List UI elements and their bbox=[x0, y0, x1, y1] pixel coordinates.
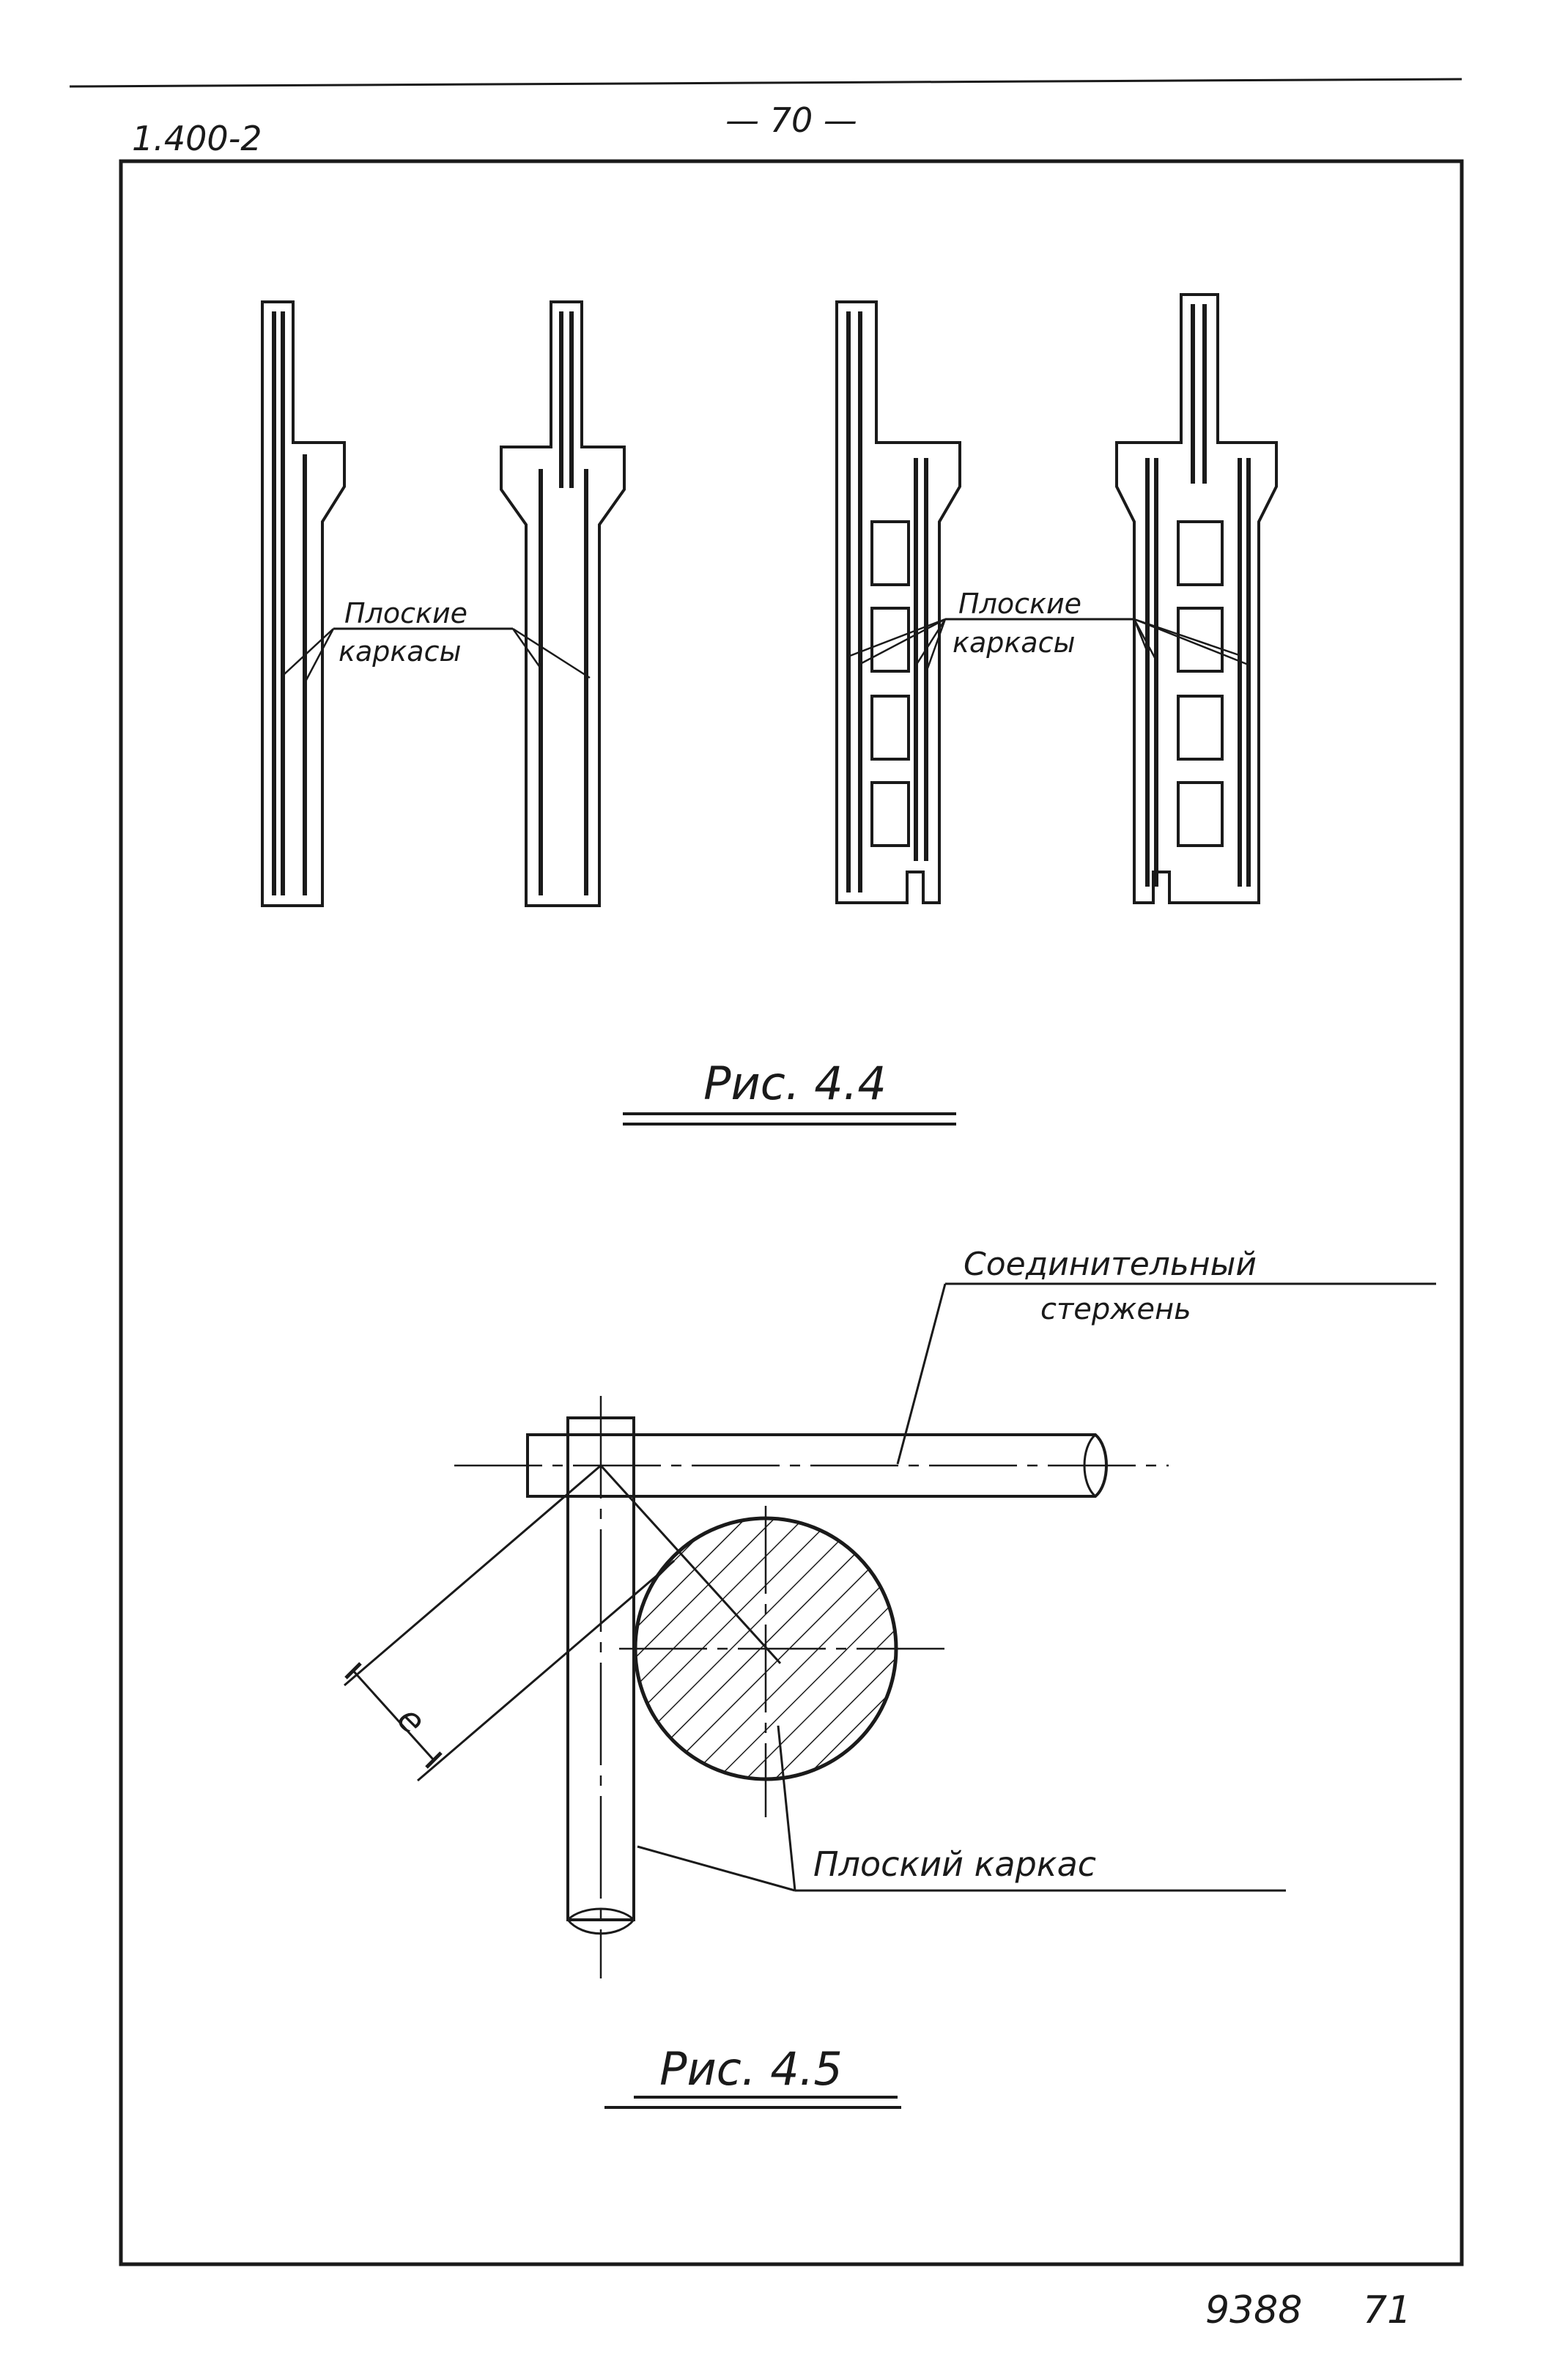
flat-frame-label: Плоский каркас bbox=[813, 1844, 1096, 1884]
caption-figure-4-5: Рис. 4.5 bbox=[659, 2042, 843, 2096]
drawing-frame bbox=[119, 159, 1464, 2266]
column-section-3 bbox=[835, 300, 961, 904]
connecting-rod-label-line2: стержень bbox=[1040, 1293, 1191, 1326]
doc-code: 1.400-2 bbox=[132, 119, 262, 158]
round-bar-section bbox=[619, 1506, 949, 1817]
sheet-number: 9388 bbox=[1205, 2288, 1302, 2332]
label-flat-frames-a-line2: каркасы bbox=[339, 635, 462, 668]
flat-frame-leader-a bbox=[637, 1845, 796, 1892]
flat-frame-bar bbox=[566, 1396, 635, 1978]
label-flat-frames-b-line2: каркасы bbox=[953, 627, 1076, 659]
dimension-e: e bbox=[344, 1464, 675, 1782]
figure-4-4: Плоские каркасы Плоские каркасы Рис. 4.4 bbox=[261, 293, 1278, 1126]
top-rule bbox=[69, 78, 1462, 88]
column-section-4 bbox=[1115, 293, 1278, 904]
flat-frame-leader-b bbox=[777, 1725, 796, 1891]
figure-4-5: Соединительный стержень bbox=[344, 1246, 1436, 2109]
connecting-rod-label-line1: Соединительный bbox=[964, 1246, 1257, 1283]
label-flat-frames-b-line1: Плоские bbox=[958, 588, 1081, 620]
connecting-rod bbox=[526, 1433, 1108, 1498]
page-index: 71 bbox=[1363, 2288, 1411, 2332]
connecting-rod-leader bbox=[896, 1283, 947, 1465]
label-flat-frames-b: Плоские каркасы bbox=[849, 588, 1251, 669]
caption-figure-4-4: Рис. 4.4 bbox=[703, 1057, 887, 1110]
label-flat-frames-a-line1: Плоские bbox=[344, 597, 467, 629]
label-flat-frames-a: Плоские каркасы bbox=[284, 597, 591, 681]
column-section-2 bbox=[500, 300, 626, 907]
page-number: — 70 — bbox=[725, 100, 857, 140]
column-section-1 bbox=[261, 300, 346, 907]
